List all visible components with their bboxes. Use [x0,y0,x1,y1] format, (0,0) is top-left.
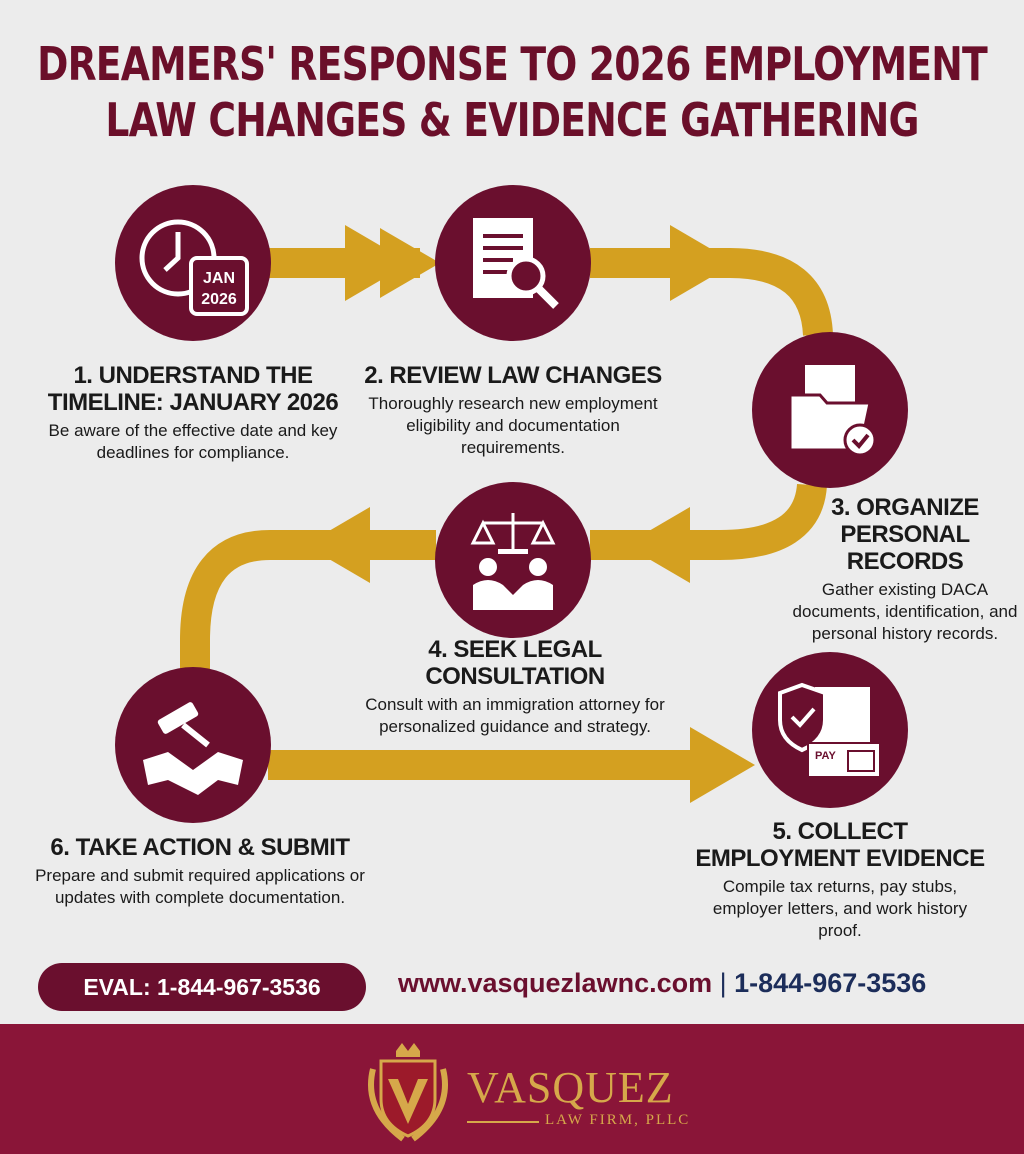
shield-paystub-icon: PAY [778,682,881,778]
eval-phone-button[interactable]: EVAL: 1-844-967-3536 [38,963,366,1011]
arrow-2-3 [590,248,833,337]
brand-divider [467,1121,539,1123]
step-3-circle [752,332,908,488]
step-6: 6. TAKE ACTION & SUBMIT Prepare and subm… [20,834,380,909]
scales-handshake-icon [470,513,556,610]
step-1-circle: JAN 2026 [115,185,271,341]
title-line-2: LAW CHANGES & EVIDENCE GATHERING [105,93,919,147]
calendar-year: 2026 [201,291,237,308]
step-6-title: 6. TAKE ACTION & SUBMIT [50,834,350,861]
paystub-label: PAY [815,750,836,762]
step-5: 5. COLLECT EMPLOYMENT EVIDENCE Compile t… [690,818,990,942]
flow-arrows [180,225,833,803]
step-2-title: 2. REVIEW LAW CHANGES [364,362,662,389]
step-4-circle [435,482,591,638]
arrowhead [380,228,440,298]
gavel-handshake-icon [143,702,243,795]
separator: | [719,968,727,998]
brand-subtitle: LAW FIRM, PLLC [545,1112,691,1128]
step-4: 4. SEEK LEGAL CONSULTATION Consult with … [340,636,690,738]
step-2-text: Thoroughly research new employment eligi… [368,394,658,457]
step-6-circle [115,667,271,823]
folder-check-icon [788,365,877,457]
step-4-text: Consult with an immigration attorney for… [365,695,665,736]
step-3-text: Gather existing DACA documents, identifi… [792,580,1018,643]
title-line-1: DREAMERS' RESPONSE TO 2026 EMPLOYMENT [37,37,988,91]
arrow-3-4 [590,483,827,560]
step-5-circle: PAY [752,652,908,808]
footer [0,1024,1024,1154]
clock-calendar-icon: JAN 2026 [139,219,249,316]
website-link[interactable]: www.vasquezlawnc.com [398,968,713,998]
step-1-title: 1. UNDERSTAND THE TIMELINE: JANUARY 2026 [47,362,339,416]
phone-link[interactable]: 1-844-967-3536 [734,968,927,998]
arrowhead [625,507,690,583]
step-6-text: Prepare and submit required applications… [35,866,365,907]
arrowhead [345,225,410,301]
step-2-circle [435,185,591,341]
step-5-text: Compile tax returns, pay stubs, employer… [712,877,968,940]
arrowhead [690,727,755,803]
step-3: 3. ORGANIZE PERSONAL RECORDS Gather exis… [788,494,1022,645]
arrowhead [670,225,735,301]
step-2: 2. REVIEW LAW CHANGES Thoroughly researc… [360,362,666,459]
firm-crest-logo [368,1043,448,1142]
calendar-month: JAN [203,270,235,287]
step-3-title: 3. ORGANIZE PERSONAL RECORDS [831,494,979,575]
arrowhead [305,507,370,583]
document-search-icon [473,218,559,309]
brand-name: VASQUEZ [467,1063,674,1112]
arrow-4-6 [180,530,436,670]
step-4-title: 4. SEEK LEGAL CONSULTATION [425,636,605,690]
step-1: 1. UNDERSTAND THE TIMELINE: JANUARY 2026… [40,362,346,464]
contact-line: www.vasquezlawnc.com | 1-844-967-3536 [398,968,926,999]
step-1-text: Be aware of the effective date and key d… [48,421,338,462]
step-5-title: 5. COLLECT EMPLOYMENT EVIDENCE [695,818,985,872]
